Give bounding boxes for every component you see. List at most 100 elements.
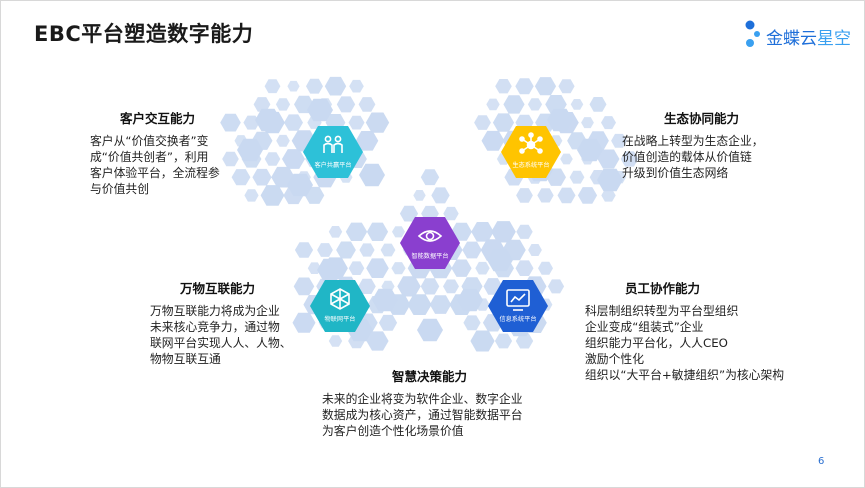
hex-cell	[558, 79, 575, 94]
people-icon	[323, 135, 343, 153]
hex-cell	[547, 108, 573, 132]
hex-cell	[287, 80, 300, 92]
info-system-hub: 信息系统平台	[488, 280, 548, 332]
page-number: 6	[818, 456, 825, 467]
customer-hub-hexagon	[303, 126, 363, 178]
hex-cell	[231, 169, 251, 186]
hex-cell	[474, 115, 491, 130]
hex-cell	[527, 98, 543, 111]
hex-cell	[244, 189, 259, 202]
hex-cell	[355, 131, 379, 151]
hex-cell	[359, 243, 375, 257]
hex-cell	[443, 279, 459, 294]
iot-connectivity-text: 万物互联能力将成为企业 未来核心竞争力，通过物 联网平台实现人人、人物、 物物互…	[150, 304, 292, 366]
hex-cell	[495, 79, 512, 94]
hex-cell	[417, 318, 443, 342]
smart-decision-heading: 智慧决策能力	[392, 369, 468, 384]
hex-cell	[255, 108, 281, 132]
hex-cell	[429, 295, 452, 314]
page-title: EBC平台塑造数字能力	[34, 22, 254, 46]
hex-cell	[284, 114, 303, 131]
hex-cell	[317, 258, 343, 282]
hex-cell	[328, 226, 343, 238]
hex-cell	[515, 333, 534, 349]
hex-cell	[294, 242, 314, 258]
ecosystem-hub-label: 生态系统平台	[512, 161, 549, 169]
hex-cell	[516, 224, 533, 239]
hex-cell	[457, 288, 483, 312]
ecosystem-hub: 生态系统平台	[501, 126, 561, 178]
hex-cell	[328, 335, 343, 347]
smart-decision-block: 智慧决策能力 未来的企业将变为软件企业、数字企业 数据成为核心资产，通过智能数据…	[322, 366, 582, 439]
network-icon	[519, 132, 543, 154]
hex-cell	[581, 117, 594, 129]
hex-cell	[324, 76, 347, 96]
hex-cell	[560, 153, 573, 165]
iot-hub: 物联网平台	[310, 280, 370, 332]
ecosystem-hub-hexagon	[501, 126, 561, 178]
customer-interaction-heading: 客户交互能力	[120, 111, 196, 126]
chart-icon	[506, 289, 530, 311]
hex-cell	[358, 97, 376, 112]
staff-collaboration-heading: 员工协作能力	[625, 281, 701, 296]
hex-cell	[516, 188, 533, 203]
hex-cell	[597, 149, 620, 169]
hex-cell	[462, 241, 482, 259]
ecosystem-collaboration-heading: 生态协同能力	[664, 111, 740, 126]
logo-dots-icon	[745, 20, 760, 47]
hex-cell	[443, 206, 459, 221]
hex-cell	[366, 222, 389, 241]
hex-cell	[397, 276, 421, 297]
hex-cell	[570, 99, 584, 110]
customer-interaction-text: 客户从“价值交换者”变 成“价值共创者”，利用 客户体验平台，全流程参 与价值共…	[90, 134, 220, 196]
hex-cell	[547, 279, 565, 294]
smart-decision-text: 未来的企业将变为软件企业、数字企业 数据成为核心资产，通过智能数据平台 为客户创…	[322, 392, 523, 438]
brand-logo: 金蝶云星空	[742, 17, 852, 53]
hex-cell	[317, 243, 333, 257]
hex-cell	[336, 241, 356, 259]
ecosystem-collaboration-block: 生态协同能力 在战略上转型为生态企业， 价值创造的载体从价值链 升级到价值生态网…	[622, 108, 822, 181]
hex-cell	[486, 98, 500, 111]
hex-cell	[348, 261, 365, 275]
logo-text: 金蝶云星空	[766, 24, 851, 49]
staff-collaboration-text: 科层制组织转型为平台型组织 企业变成“组装式”企业 组织能力平台化，人人CEO …	[585, 304, 785, 382]
customer-interaction-block: 客户交互能力 客户从“价值交换者”变 成“价值共创者”，利用 客户体验平台，全流…	[90, 108, 260, 197]
cube-icon	[330, 288, 350, 310]
hex-cell	[407, 294, 432, 315]
hex-cell	[597, 168, 623, 192]
hex-cell	[282, 149, 305, 169]
hex-cell	[292, 312, 316, 333]
hex-cell	[413, 190, 426, 201]
hex-cell	[365, 112, 390, 133]
hex-cell	[451, 259, 472, 277]
hex-cell	[306, 78, 323, 94]
hex-cell	[276, 134, 290, 147]
hex-cell	[275, 98, 291, 111]
hex-cell	[378, 314, 398, 331]
hex-cell	[577, 138, 603, 162]
hex-cell	[538, 261, 553, 275]
hex-cell	[366, 331, 389, 351]
hex-cell	[307, 98, 333, 122]
hex-cell	[601, 189, 616, 202]
customer-hub: 客户共赢平台	[303, 126, 363, 178]
hex-cell	[537, 188, 554, 203]
hex-cell	[515, 260, 534, 276]
hex-cell	[420, 278, 440, 295]
hex-cell	[345, 222, 368, 241]
hex-cell	[222, 151, 239, 167]
hex-cell	[491, 221, 516, 243]
hex-cell	[366, 258, 389, 278]
info-system-hub-label: 信息系统平台	[499, 315, 536, 323]
hex-cell	[349, 79, 364, 93]
hex-cell	[577, 187, 598, 204]
hex-cell	[463, 315, 481, 331]
iot-connectivity-block: 万物互联能力 万物互联能力将成为企业 未来核心竞争力，通过物 联网平台实现人人、…	[150, 278, 320, 367]
hex-cell	[293, 277, 315, 296]
hex-cell	[471, 222, 494, 242]
logo-text-main: 金蝶云	[766, 29, 817, 49]
hex-cell	[380, 243, 396, 257]
hex-cell	[392, 226, 405, 238]
hex-cell	[534, 77, 557, 96]
